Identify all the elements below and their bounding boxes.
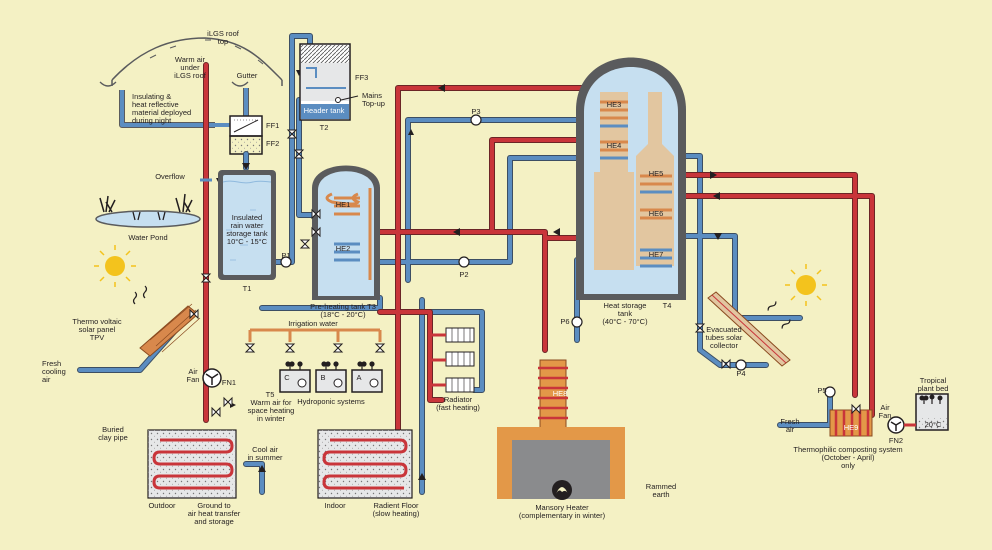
hot-pipes [204, 63, 874, 432]
irrigation-valves [244, 343, 386, 353]
label-ff1: FF1 [266, 121, 280, 130]
label-heat-storage: Heat storage tank (40°C - 70°C) [602, 301, 648, 326]
pump-icons [280, 114, 836, 398]
label-p4: P4 [736, 369, 746, 378]
roof-outline [111, 37, 283, 86]
label-rain-tank: Insulated rain water storage tank 10°C -… [226, 213, 268, 246]
label-tropical: Tropical plant bed [917, 376, 949, 393]
label-masonry: Mansory Heater (complementary in winter) [518, 503, 606, 520]
label-fn2: FN2 [888, 436, 904, 445]
label-overflow: Overflow [155, 172, 185, 181]
sun-rays-squiggles [132, 285, 791, 329]
label-tpv: Thermo voltaic solar panel TPV [72, 317, 122, 342]
sun-icon-left [94, 245, 136, 287]
valve-icons [189, 129, 861, 418]
label-warm-air-space: Warm air for space heating in winter [247, 398, 295, 423]
label-hydro-c: C [284, 373, 290, 382]
label-he7: HE7 [648, 250, 664, 259]
label-thermophilic: Thermophilic composting system (October … [793, 445, 903, 470]
label-he1: HE1 [335, 200, 351, 209]
radiators [445, 327, 475, 393]
label-radiant: Radient Floor (slow heating) [372, 501, 420, 518]
label-he4: HE4 [606, 141, 622, 150]
label-t1: T1 [242, 284, 252, 293]
masonry-heater [497, 427, 625, 500]
label-ground: Ground to air heat transfer and storage [187, 501, 241, 526]
label-p2: P2 [459, 270, 469, 279]
preheating-tank-t3 [312, 165, 380, 300]
air-fan-fn1-icon [202, 368, 222, 388]
label-rammed: Rammed earth [645, 482, 677, 499]
label-cool-air: Cool air in summer [247, 445, 283, 462]
label-insulating: Insulating & heat reflective material de… [132, 92, 192, 125]
he9-composting [829, 409, 873, 437]
label-evacuated: Evacuated tubes solar collector [705, 325, 743, 350]
label-p5: P5 [817, 386, 827, 395]
label-t4: T4 [662, 301, 672, 310]
roof-downpipe-blue [120, 88, 248, 127]
he8-coil [538, 359, 568, 431]
label-he2: HE2 [335, 244, 351, 253]
buried-clay-pipe [147, 429, 237, 499]
label-water-pond: Water Pond [128, 233, 168, 242]
radiator-valves [430, 333, 446, 387]
label-outdoor: Outdoor [148, 501, 176, 510]
header-tank-t2 [299, 43, 359, 121]
label-air-fan: Air Fan [186, 367, 200, 384]
label-irrigation: Irrigation water [288, 319, 338, 328]
label-fresh-air: Fresh air [780, 417, 800, 434]
label-roof-top: iLGS roof top [207, 29, 239, 46]
tropical-plant-bed [904, 393, 949, 431]
label-fn1: FN1 [221, 378, 237, 387]
radiant-floor [317, 429, 413, 499]
label-preheat: Pre-heating tank T3 (18°C - 20°C) [310, 302, 376, 319]
water-pond [95, 178, 212, 228]
label-hydro-a: A [356, 373, 362, 382]
label-gutter: Gutter [236, 71, 258, 80]
label-warm-air: Warm air under iLGS roof [174, 55, 206, 80]
evacuated-tube-collector [707, 291, 791, 367]
label-header-tank: Header tank [303, 106, 345, 115]
label-ff3: FF3 [355, 73, 369, 82]
label-ff2: FF2 [266, 139, 280, 148]
rain-storage-tank-t1 [218, 170, 276, 280]
label-indoor: Indoor [324, 501, 346, 510]
hydroponic-pumps [297, 378, 379, 388]
label-radiator: Radiator (fast heating) [436, 395, 480, 412]
label-p6: P6 [560, 317, 570, 326]
filter-ff1 [229, 115, 263, 137]
label-he8: HE8 [552, 389, 568, 398]
label-he5: HE5 [648, 169, 664, 178]
label-fresh-cooling: Fresh cooling air [42, 359, 66, 384]
label-mains: Mains Top-up [362, 91, 385, 108]
label-he6: HE6 [648, 209, 664, 218]
label-tropical-temp: 20°C [924, 420, 942, 429]
label-hydroponic: Hydroponic systems [297, 397, 365, 406]
hydroponic-units [279, 369, 383, 393]
label-buried: Buried clay pipe [98, 425, 128, 442]
label-p3: P3 [471, 107, 481, 116]
cold-pipes [78, 34, 832, 494]
label-he3: HE3 [606, 100, 622, 109]
label-p1: P1 [281, 251, 291, 260]
label-t2: T2 [319, 123, 329, 132]
label-he9: HE9 [843, 423, 859, 432]
label-hydro-b: B [320, 373, 326, 382]
label-t5: T5 [265, 390, 275, 399]
hydroponic-plants [285, 361, 375, 370]
heat-storage-tank-t4 [576, 57, 686, 300]
sun-icon-right [785, 264, 827, 306]
gutter [99, 81, 249, 87]
irrigation-lines [248, 328, 382, 342]
label-air-fan-2: Air Fan [878, 403, 892, 420]
